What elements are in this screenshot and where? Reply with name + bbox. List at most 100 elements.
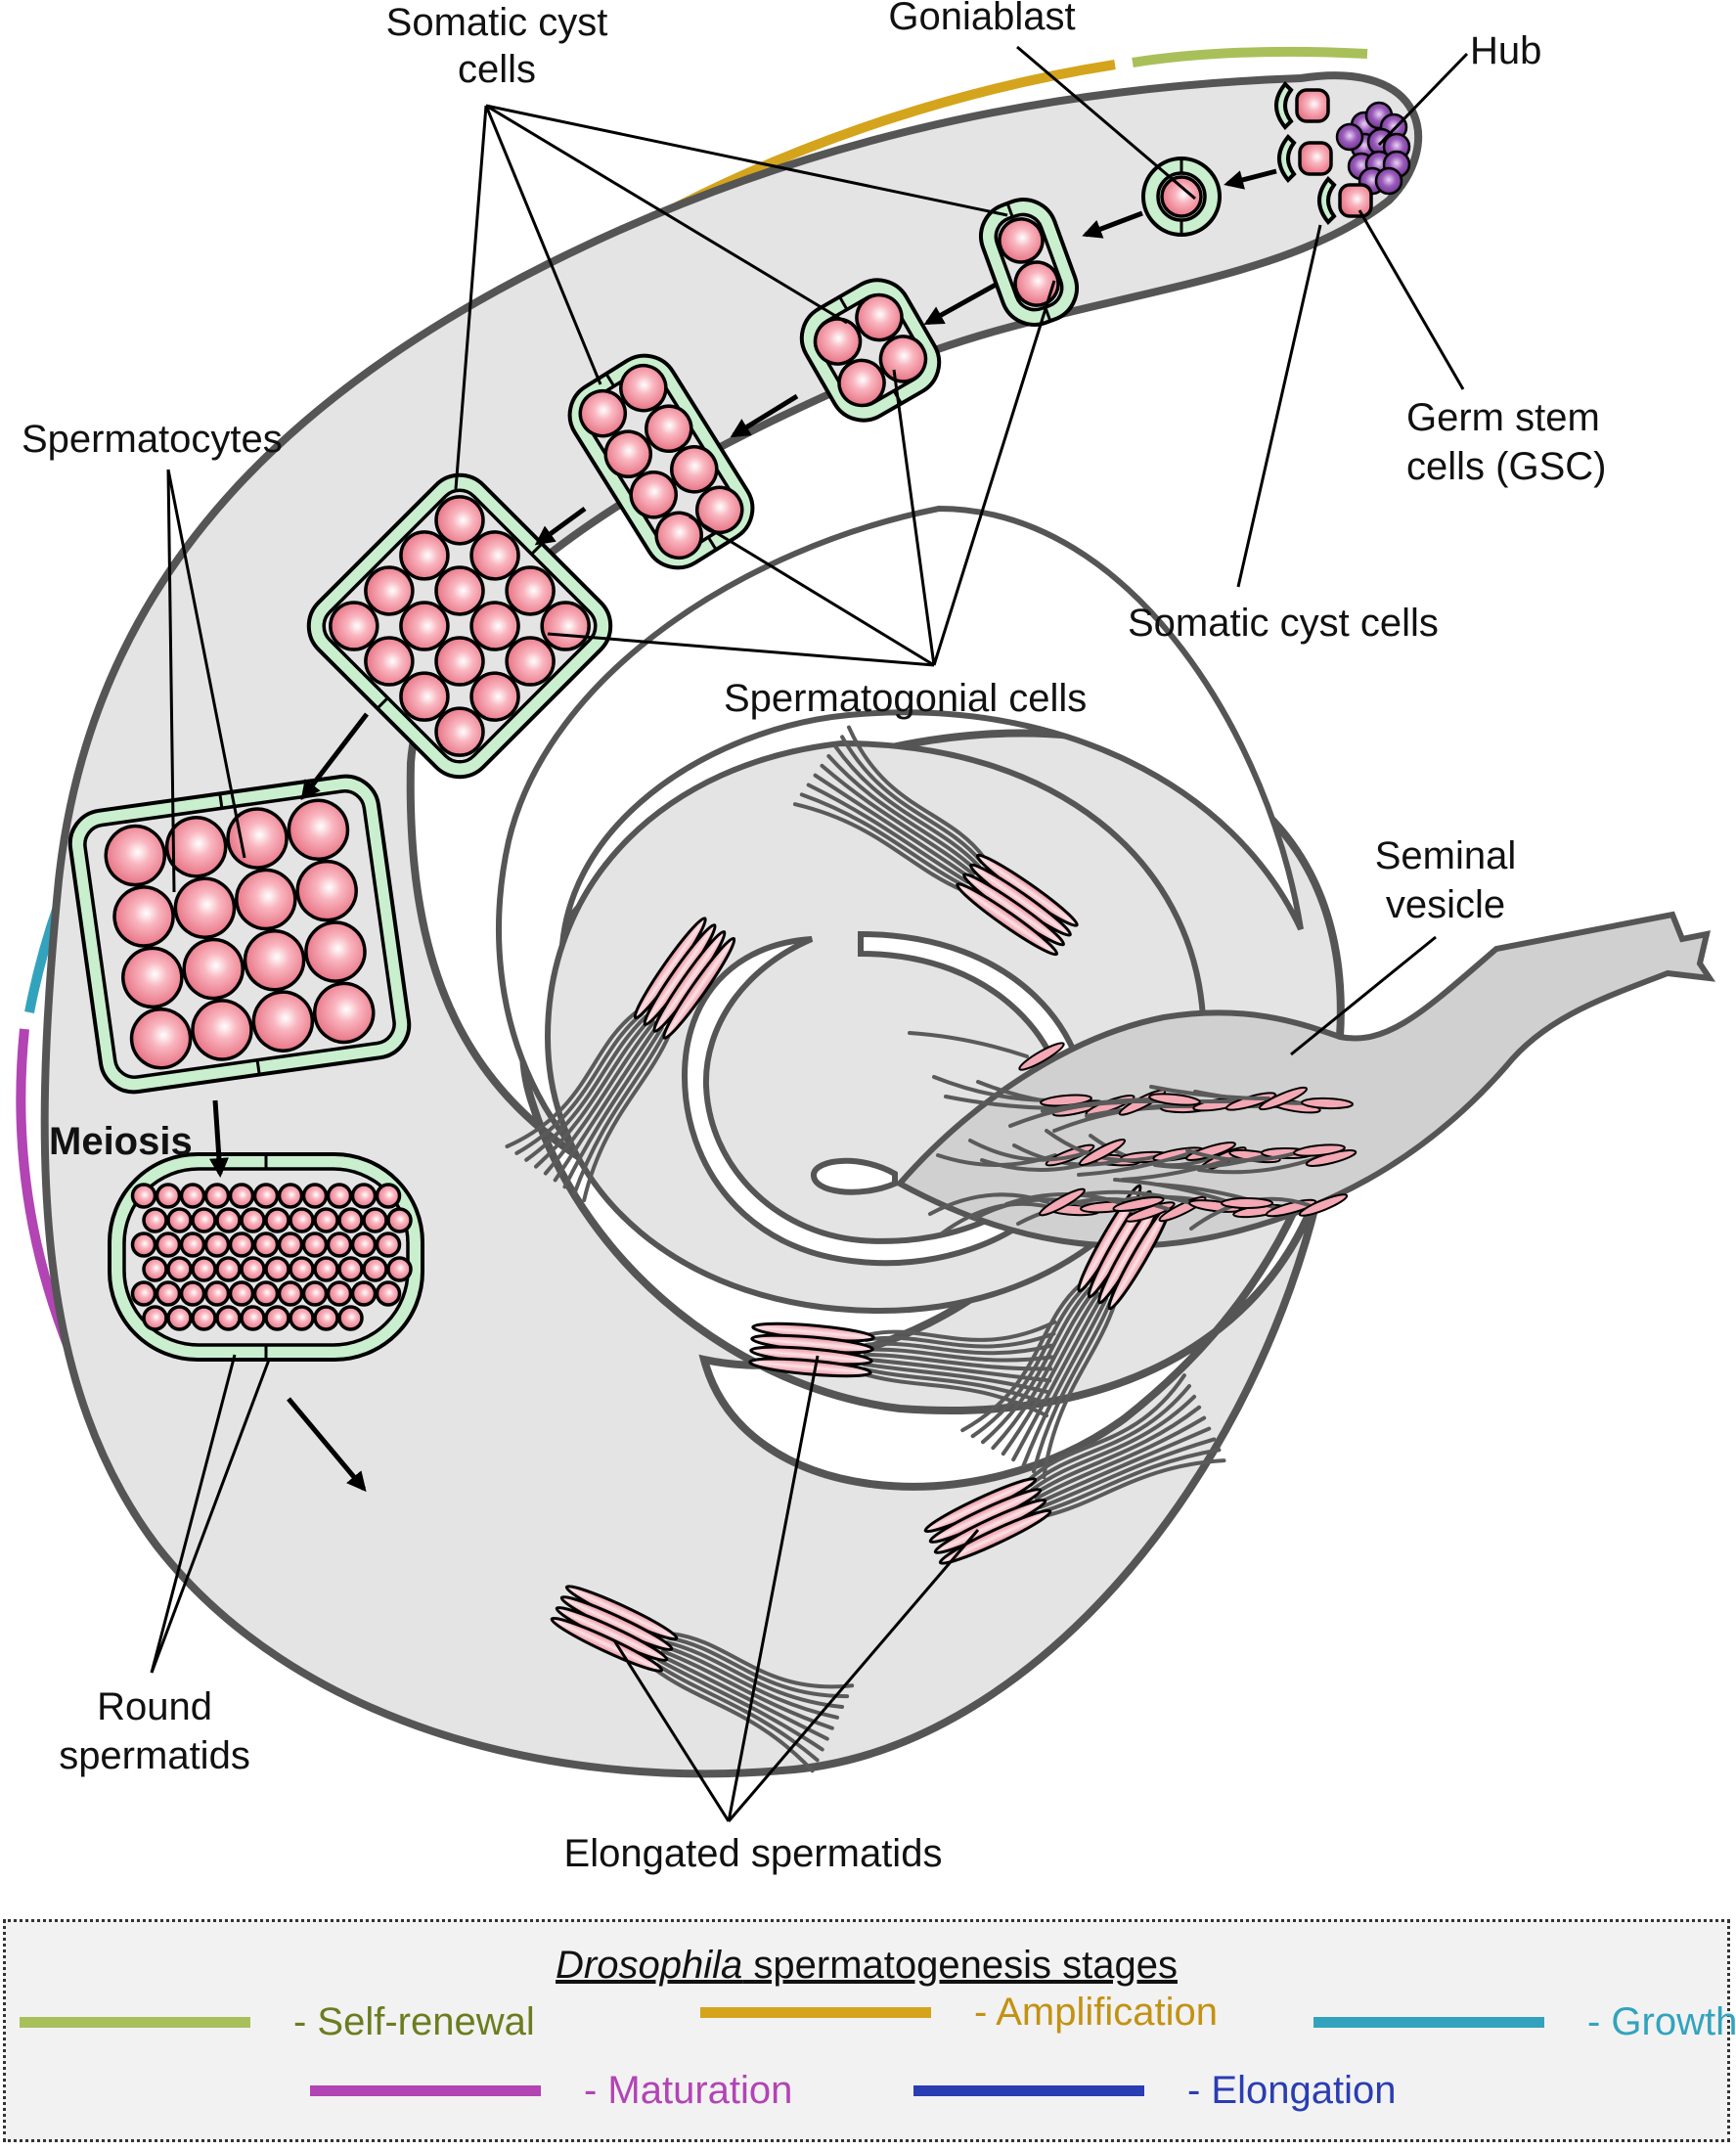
spermatid-head — [550, 1616, 664, 1673]
germ-cell — [375, 1280, 402, 1307]
progression-arrows — [208, 168, 1277, 1493]
germ-cell — [203, 1183, 231, 1209]
germ-cell — [155, 1232, 182, 1258]
label-somatic-cyst-cells-top: Somatic cyst — [386, 1, 608, 44]
germ-cell — [289, 1207, 315, 1233]
elongated-spermatid-bundle — [960, 1184, 1173, 1480]
germ-cell — [166, 1305, 193, 1331]
vesicle-spermatid — [1148, 1093, 1201, 1106]
germ-cell — [252, 1183, 280, 1209]
germ-cell — [469, 601, 520, 651]
spermatid-head — [956, 882, 1059, 957]
germ-cell — [130, 1183, 157, 1209]
legend-label-maturation: - Maturation — [584, 2069, 793, 2112]
germ-cell — [215, 1256, 242, 1282]
arrow-goniablast-to-2 — [1082, 210, 1143, 239]
germ-cell — [251, 990, 315, 1053]
legend-item-maturation: - Maturation — [310, 2069, 792, 2113]
germ-cell — [1013, 260, 1060, 307]
cyst-spermatogonia-8 — [567, 353, 755, 570]
vesicle-spermatid — [1078, 1139, 1127, 1166]
germ-cell — [386, 1207, 413, 1233]
vesicle-spermatid — [1039, 1187, 1086, 1217]
vesicle-spermatid — [1221, 1197, 1273, 1209]
label-round-spermatids-1: Round — [97, 1685, 212, 1728]
cyst-round-spermatids-64 — [108, 1152, 424, 1362]
germ-cell — [603, 429, 652, 478]
label-round-spermatids-2: spermatids — [59, 1734, 250, 1777]
label-gsc-2: cells (GSC) — [1406, 445, 1606, 488]
germ-cell — [350, 1280, 378, 1307]
germ-cell — [191, 1207, 217, 1233]
legend-label-growth: - Growth — [1587, 2000, 1736, 2043]
legend-swatch-amplification — [700, 2007, 931, 2018]
label-somatic-cyst-cells-top-2: cells — [458, 48, 536, 91]
label-spermatogonial-cells: Spermatogonial cells — [724, 677, 1087, 720]
elongated-spermatid-bundles — [505, 725, 1226, 1773]
germ-cell — [505, 565, 556, 616]
germ-cell — [173, 876, 237, 939]
germ-cell — [364, 565, 415, 616]
legend-swatch-elongation — [913, 2085, 1144, 2096]
germ-cell — [112, 885, 175, 948]
germ-cell — [337, 1207, 364, 1233]
legend-item-amplification: - Amplification — [700, 1991, 1218, 2035]
germ-cell — [364, 636, 415, 687]
germ-cell — [654, 511, 703, 560]
germ-cell — [837, 358, 886, 408]
germ-cell — [164, 816, 228, 878]
germ-cell — [434, 636, 485, 687]
legend-label-amplification: - Amplification — [974, 1991, 1218, 2034]
germ-cell — [578, 388, 628, 438]
label-goniablast: Goniablast — [888, 0, 1075, 38]
germ-cell — [179, 1183, 206, 1209]
label-seminal-vesicle-2: vesicle — [1386, 883, 1505, 926]
stage-legend: Drosophila spermatogenesis stages - Self… — [3, 1919, 1736, 2142]
germ-cell — [434, 495, 485, 546]
arrow-2-to-4 — [923, 281, 1000, 326]
elongated-spermatid-bundle — [550, 1585, 855, 1773]
germ-cell — [362, 1256, 388, 1282]
germ-cell — [264, 1256, 290, 1282]
germ-cell — [301, 1280, 329, 1307]
vesicle-spermatid — [1018, 1042, 1065, 1071]
germ-cell — [469, 671, 520, 722]
legend-item-elongation: - Elongation — [913, 2069, 1396, 2113]
vesicle-spermatid — [1301, 1097, 1354, 1110]
germ-cell — [469, 530, 520, 581]
germ-cell — [289, 1305, 315, 1331]
legend-title-rest: spermatogenesis stages — [742, 1944, 1178, 1987]
germ-cell — [104, 824, 167, 887]
hub-cell — [1374, 166, 1403, 196]
germ-cell — [191, 1256, 217, 1282]
germ-cell — [326, 1232, 353, 1258]
germ-cell — [855, 292, 904, 342]
germ-cell — [215, 1207, 242, 1233]
germ-cell — [434, 565, 485, 616]
arrow-16-to-spermatocytes — [300, 712, 369, 801]
spermatid-head — [662, 936, 736, 1040]
legend-label-self-renewal: - Self-renewal — [293, 2000, 535, 2043]
germ-cell — [264, 1207, 290, 1233]
elongated-spermatid-bundle — [505, 917, 736, 1203]
legend-label-elongation: - Elongation — [1187, 2069, 1397, 2112]
vesicle-spermatids — [908, 1031, 1358, 1235]
germ-cell — [142, 1305, 168, 1331]
germ-cell — [228, 1183, 255, 1209]
arrow-to-elongation — [287, 1397, 367, 1493]
germ-cell — [326, 1280, 353, 1307]
leader-lines — [150, 45, 1469, 1822]
legend-item-self-renewal: - Self-renewal — [20, 2000, 535, 2044]
germ-cell — [277, 1232, 304, 1258]
label-somatic-cyst-cells-right: Somatic cyst cells — [1128, 602, 1439, 645]
germ-cell — [399, 671, 450, 722]
germ-cell — [129, 1007, 193, 1070]
germ-cell — [228, 1232, 255, 1258]
cyst-spermatogonia-2 — [979, 198, 1079, 327]
vesicle-spermatid — [1298, 1193, 1349, 1217]
germ-cell — [295, 859, 358, 922]
germ-cell — [313, 1305, 339, 1331]
germ-stem-cell — [1274, 81, 1330, 130]
germ-cell — [179, 1280, 206, 1307]
germ-cell — [277, 1183, 304, 1209]
